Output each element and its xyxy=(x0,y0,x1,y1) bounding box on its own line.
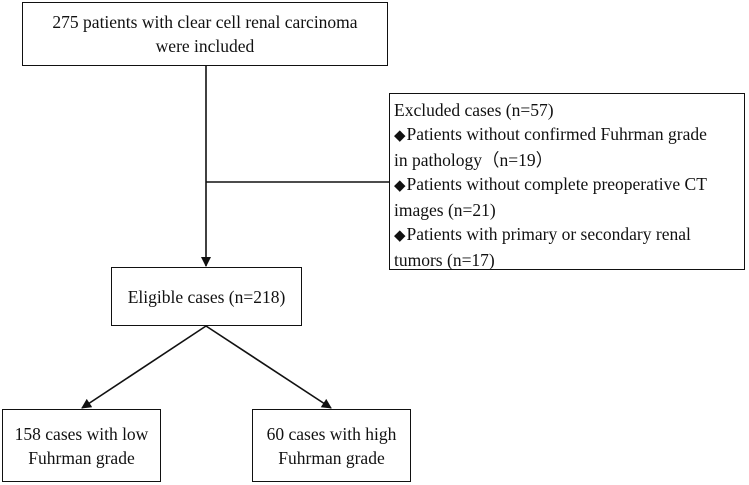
excluded-item-fuhrman: ◆Patients without confirmed Fuhrman grad… xyxy=(394,122,744,148)
included-patients-line-2: were included xyxy=(155,36,255,56)
diamond-bullet-icon: ◆ xyxy=(394,228,406,244)
high-grade-line-2: Fuhrman grade xyxy=(278,447,385,468)
excluded-item-tumors-line-1: Patients with primary or secondary renal xyxy=(406,224,691,244)
excluded-item-ct-line-1: Patients without complete preoperative C… xyxy=(406,174,707,194)
high-grade-box: 60 cases with high Fuhrman grade xyxy=(252,409,411,482)
excluded-item-tumors-line-2: tumors (n=17) xyxy=(394,250,495,270)
excluded-item-ct-line-2: images (n=21) xyxy=(394,200,496,220)
excluded-item-fuhrman-line-1: Patients without confirmed Fuhrman grade xyxy=(406,124,707,144)
eligible-cases-box: Eligible cases (n=218) xyxy=(111,267,302,326)
included-patients-line-1: 275 patients with clear cell renal carci… xyxy=(52,12,358,32)
low-grade-line-1: 158 cases with low xyxy=(14,423,149,444)
high-grade-line-1: 60 cases with high xyxy=(266,423,397,444)
excluded-cases-title: Excluded cases (n=57) xyxy=(394,100,554,120)
excluded-item-fuhrman-line-2: in pathology（n=19） xyxy=(394,150,554,170)
connector-eligible-to-low xyxy=(81,325,207,409)
eligible-cases-label: Eligible cases (n=218) xyxy=(127,286,286,307)
excluded-item-ct: ◆Patients without complete preoperative … xyxy=(394,172,744,198)
excluded-cases-box: Excluded cases (n=57) ◆Patients without … xyxy=(389,93,745,270)
low-grade-box: 158 cases with low Fuhrman grade xyxy=(2,409,161,482)
diamond-bullet-icon: ◆ xyxy=(394,178,406,194)
low-grade-line-2: Fuhrman grade xyxy=(28,447,135,468)
diamond-bullet-icon: ◆ xyxy=(394,128,406,144)
connector-eligible-to-high xyxy=(205,325,332,409)
excluded-item-tumors: ◆Patients with primary or secondary rena… xyxy=(394,222,744,248)
included-patients-box: 275 patients with clear cell renal carci… xyxy=(22,2,388,66)
